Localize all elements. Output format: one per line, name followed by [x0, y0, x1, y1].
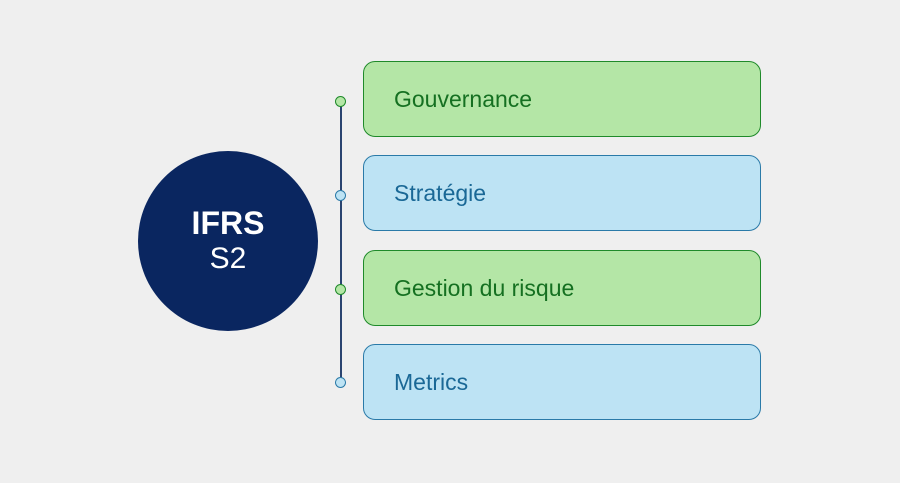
hub-subtitle: S2: [209, 242, 247, 275]
pillar-card-risk-management: Gestion du risque: [363, 250, 761, 326]
connector-dot-risk: [335, 284, 346, 295]
hub-title: IFRS: [191, 205, 265, 241]
pillar-label: Stratégie: [394, 179, 487, 206]
pillar-label: Gouvernance: [394, 85, 533, 112]
connector-dot-strategy: [335, 190, 346, 201]
connector-dot-metrics: [335, 377, 346, 388]
pillar-card-strategy: Stratégie: [363, 155, 761, 231]
pillar-label: Gestion du risque: [394, 274, 575, 301]
pillar-label: Metrics: [394, 368, 469, 395]
pillar-card-governance: Gouvernance: [363, 61, 761, 137]
pillar-card-metrics: Metrics: [363, 344, 761, 420]
connector-dot-governance: [335, 96, 346, 107]
ifrs-s2-hub: IFRS S2: [138, 151, 318, 331]
connector-line: [340, 101, 342, 382]
